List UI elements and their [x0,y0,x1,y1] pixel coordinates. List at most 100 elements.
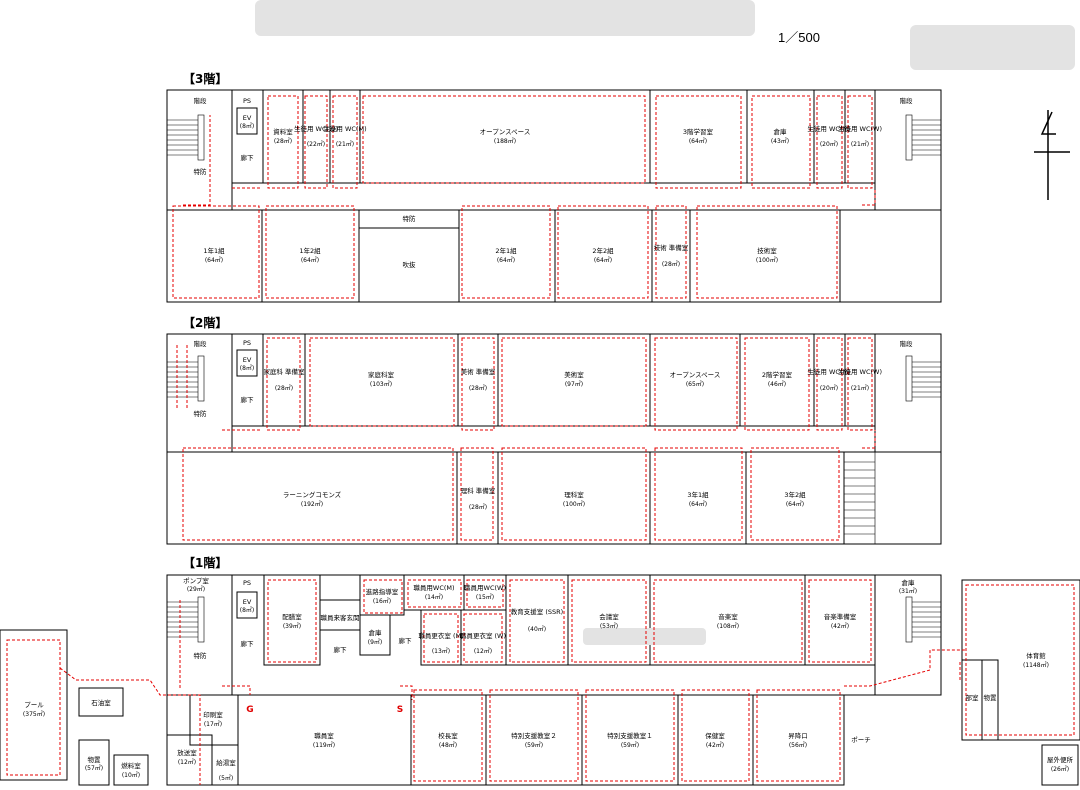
room-3f-soko-area: (43㎡) [771,137,789,145]
room-2f-3-1: 3年1組 [687,490,709,499]
room-2f-katei-area: (103㎡) [370,380,392,388]
room-2f-stairs-r: 階段 [900,339,914,348]
floor-3-title: 【3階】 [183,71,227,86]
room-2f-wcm: 生徒用 WC(M) [807,367,850,376]
room-1f-okugai-box [1041,744,1079,786]
room-3f-shiryo: 資料室 [273,127,293,136]
room-3f-wcw2-box [844,89,876,184]
fire-zones-1f [6,579,1075,785]
room-3f-soko-box [746,89,815,184]
room-1f-wcw-area: (15㎡) [476,593,494,601]
room-3f-2-2-box [554,209,653,303]
room-1f-bikou-area: (57㎡) [85,764,103,772]
floor-3-outline [166,89,942,303]
room-1f-kaigi: 会議室 [599,612,619,621]
room-3f-1-1: 1年1組 [203,246,225,255]
room-2f-katei: 家庭科室 [368,370,395,379]
room-3f-wcw1: 生徒用 WC(W) [294,124,338,133]
room-1f-corridor2: 廊下 [334,645,348,654]
room-3f-1-2-area: (64㎡) [301,256,319,264]
room-2f-rika-j-area: (28㎡) [469,503,487,511]
room-1f-haizen-area: (39㎡) [283,622,301,630]
room-3f-stairs-l: 階段 [194,96,208,105]
room-3f-wcw1-box [302,89,331,184]
room-1f-kaigi-area: (53㎡) [600,622,618,630]
room-1f-kyuto: 給湯室 [216,758,236,767]
room-2f-ps: PS [243,339,251,347]
room-3f-gijutsu-area: (100㎡) [756,256,778,264]
fire-zones-3f [172,95,876,299]
room-2f-wcw: 生徒用 WC(W) [838,367,882,376]
room-3f-stairs-r: 階段 [900,96,914,105]
room-1f-bikou-box [78,739,110,786]
room-3f-wcm1-area: (21㎡) [336,140,354,148]
room-1f-nenryo-area: (10㎡) [122,771,140,779]
room-3f-gijutsu: 技術室 [757,246,777,255]
room-2f-katei-box [304,333,459,427]
room-1f-sekiyu: 石油室 [91,698,111,707]
room-1f-shinro-area: (16㎡) [373,597,391,605]
room-1f-kyoiku-area: (40㎡) [528,625,546,633]
room-2f-open-area: (65㎡) [686,380,704,388]
room-2f-learning: ラーニングコモンズ [283,490,342,499]
room-1f-hoken: 保健室 [705,731,725,740]
room-2f-stairs-l: 階段 [194,339,208,348]
room-1f-soko-area: (9㎡) [368,638,383,646]
room-1f-hoso-area: (12㎡) [178,758,196,766]
room-1f-nenryo-box [113,754,149,786]
room-1f-hoso: 放送室 [177,748,197,757]
room-2f-corridor: 廊下 [241,395,255,404]
room-1f-kocho: 校長室 [438,731,458,740]
room-1f-insatsu: 印刷室 [203,710,223,719]
room-3f-ev-area: (8㎡) [240,122,255,130]
room-3f-wcm2-box [813,89,846,184]
room-1f-shoukou-area: (56㎡) [789,741,807,749]
floor-1-south-outline [166,694,845,786]
room-3f-open-area: (188㎡) [494,137,516,145]
stair-treads-2f-south [843,451,876,545]
room-1f-kocho-box [410,694,487,786]
room-2f-gakushu-area: (46㎡) [768,380,786,388]
room-1f-insatsu-area: (17㎡) [204,720,222,728]
room-3f-gijutsu-j-area: (28㎡) [662,260,680,268]
room-1f-tokushi2-area: (59㎡) [525,741,543,749]
room-2f-rika-j: 理科 準備室 [461,486,496,495]
room-2f-3-2: 3年2組 [784,490,806,499]
room-2f-bijutsu-j-area: (28㎡) [469,384,487,392]
room-2f-3-1-area: (64㎡) [689,500,707,508]
room-2f-rika-area: (100㎡) [563,500,585,508]
fire-zones-2f [176,337,876,541]
redacted-1f-block [583,628,706,645]
redacted-title-block [255,0,755,36]
room-1f-soko: 倉庫 [369,628,383,637]
room-1f-ev-area: (8㎡) [240,606,255,614]
room-2f-3-2-area: (64㎡) [786,500,804,508]
room-1f-nenryo: 燃料室 [121,761,141,770]
room-3f-gakushu-area: (64㎡) [689,137,707,145]
room-2f-katei-j: 家庭科 準備室 [263,367,305,376]
room-3f-2-1: 2年1組 [495,246,517,255]
room-3f-corridor: 廊下 [241,153,255,162]
room-1f-pump: ポンプ室 [183,576,209,585]
room-3f-wcw2: 生徒用 WC(W) [838,124,882,133]
room-1f-soko-box [359,614,391,656]
room-1f-okugai-area: (26㎡) [1051,765,1069,773]
room-3f-wcm2: 生徒用 WC(M) [807,124,850,133]
room-2f-wcw-box [844,333,876,427]
room-2f-bijutsu-j: 美術 準備室 [461,367,496,376]
room-1f-insatsu-box [189,694,239,746]
room-1f-wcw: 職員用WC(W) [464,583,506,592]
room-1f-tokushi2: 特別支援教室２ [511,731,557,740]
room-3f-2-1-area: (64㎡) [497,256,515,264]
room-3f-ev: EV [243,114,252,122]
room-2f-ev: EV [243,356,252,364]
floor-2-outline [166,333,942,545]
room-1f-haizen: 配膳室 [282,612,302,621]
room-1f-kouii-w: 職員更衣室 (W) [460,631,506,640]
room-2f-learning-area: (192㎡) [301,500,323,508]
room-1f-ev: EV [243,598,252,606]
room-1f-bikou: 物置 [88,755,102,764]
room-2f-bijutsu-area: (97㎡) [565,380,583,388]
room-3f-ps: PS [243,97,251,105]
